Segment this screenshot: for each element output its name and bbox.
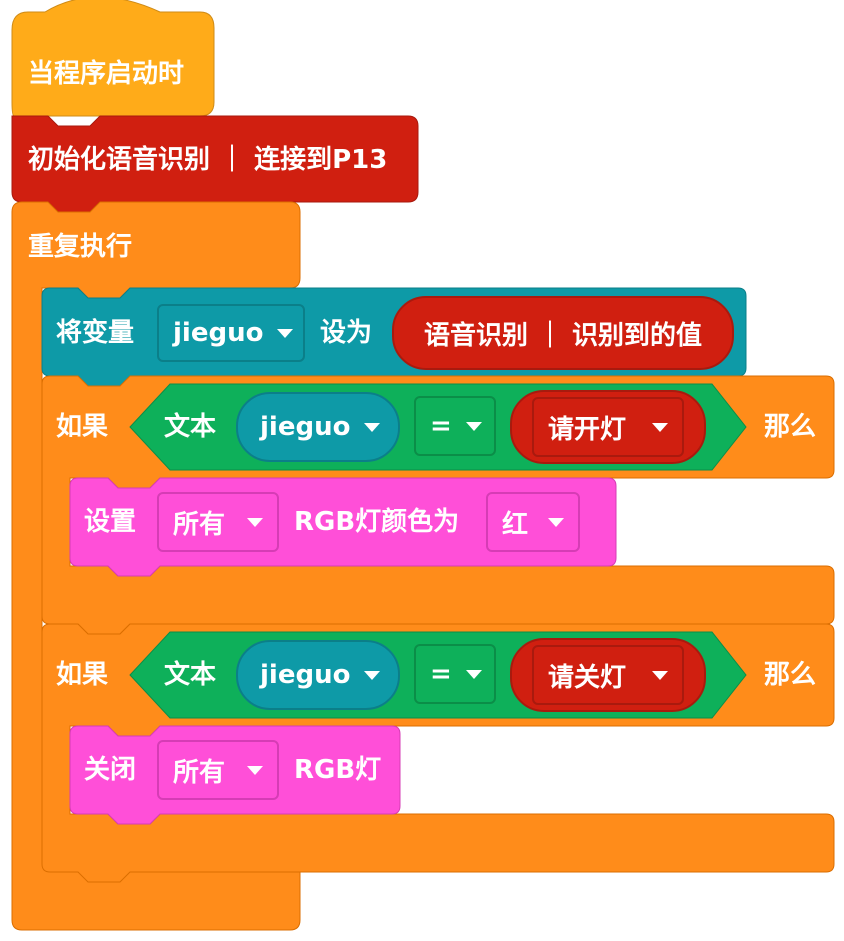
speech-result-label: 语音识别 ｜ 识别到的值: [423, 320, 703, 351]
if1-value-text: 请开灯: [548, 414, 627, 445]
if2-then-label: 那么: [764, 660, 817, 690]
chevron-down-icon: [364, 422, 381, 432]
if2-label: 如果: [56, 660, 109, 690]
chevron-down-icon: [247, 765, 263, 775]
rgb-set-mid-label: RGB灯颜色为: [294, 507, 460, 537]
if1-operator-dropdown[interactable]: =: [414, 396, 496, 456]
rgb-off-tail-label: RGB灯: [294, 755, 382, 785]
chevron-down-icon: [364, 670, 381, 680]
if1-then-label: 那么: [764, 412, 817, 442]
if2-value-text: 请关灯: [548, 662, 627, 693]
if2-value-dropdown[interactable]: 请关灯: [532, 645, 684, 705]
if2-operator-value: =: [430, 659, 452, 689]
forever-label[interactable]: 重复执行: [28, 232, 133, 262]
if1-value-dropdown[interactable]: 请开灯: [532, 397, 684, 457]
variable-dropdown-value: jieguo: [173, 318, 264, 348]
if1-operator-value: =: [430, 411, 452, 441]
chevron-down-icon: [465, 669, 482, 679]
variable-dropdown[interactable]: jieguo: [157, 304, 305, 362]
rgb-off-target-value: 所有: [173, 757, 226, 788]
chevron-down-icon: [277, 328, 294, 338]
if2-variable-value: jieguo: [260, 660, 351, 690]
init-speech-label[interactable]: 初始化语音识别 ｜ 连接到P13: [28, 145, 388, 175]
rgb-off-label: 关闭: [84, 755, 137, 785]
chevron-down-icon: [465, 421, 482, 431]
if2-variable-reporter[interactable]: jieguo: [236, 640, 400, 710]
if1-variable-value: jieguo: [260, 412, 351, 442]
speech-result-reporter[interactable]: 语音识别 ｜ 识别到的值: [392, 296, 734, 370]
chevron-down-icon: [548, 517, 564, 527]
if1-label: 如果: [56, 412, 109, 442]
rgb-off-target-dropdown[interactable]: 所有: [157, 740, 279, 800]
if2-value-reporter: 请关灯: [510, 638, 706, 712]
chevron-down-icon: [652, 670, 668, 680]
rgb-set-label: 设置: [84, 507, 137, 537]
set-to-label: 设为: [320, 318, 373, 348]
chevron-down-icon: [247, 517, 263, 527]
init-block-shape: [11, 115, 419, 213]
hat-block-shape: [11, 0, 215, 117]
chevron-down-icon: [652, 422, 668, 432]
if1-value-reporter: 请开灯: [510, 390, 706, 464]
rgb-set-target-value: 所有: [173, 509, 226, 540]
rgb-color-value: 红: [502, 509, 529, 540]
rgb-set-target-dropdown[interactable]: 所有: [157, 492, 279, 552]
rgb-color-dropdown[interactable]: 红: [486, 492, 580, 552]
if2-operator-dropdown[interactable]: =: [414, 644, 496, 704]
hat-label: 当程序启动时: [28, 59, 185, 89]
if1-text-label: 文本: [164, 412, 217, 442]
if2-text-label: 文本: [164, 660, 217, 690]
set-var-label: 将变量: [56, 318, 135, 348]
if1-variable-reporter[interactable]: jieguo: [236, 392, 400, 462]
